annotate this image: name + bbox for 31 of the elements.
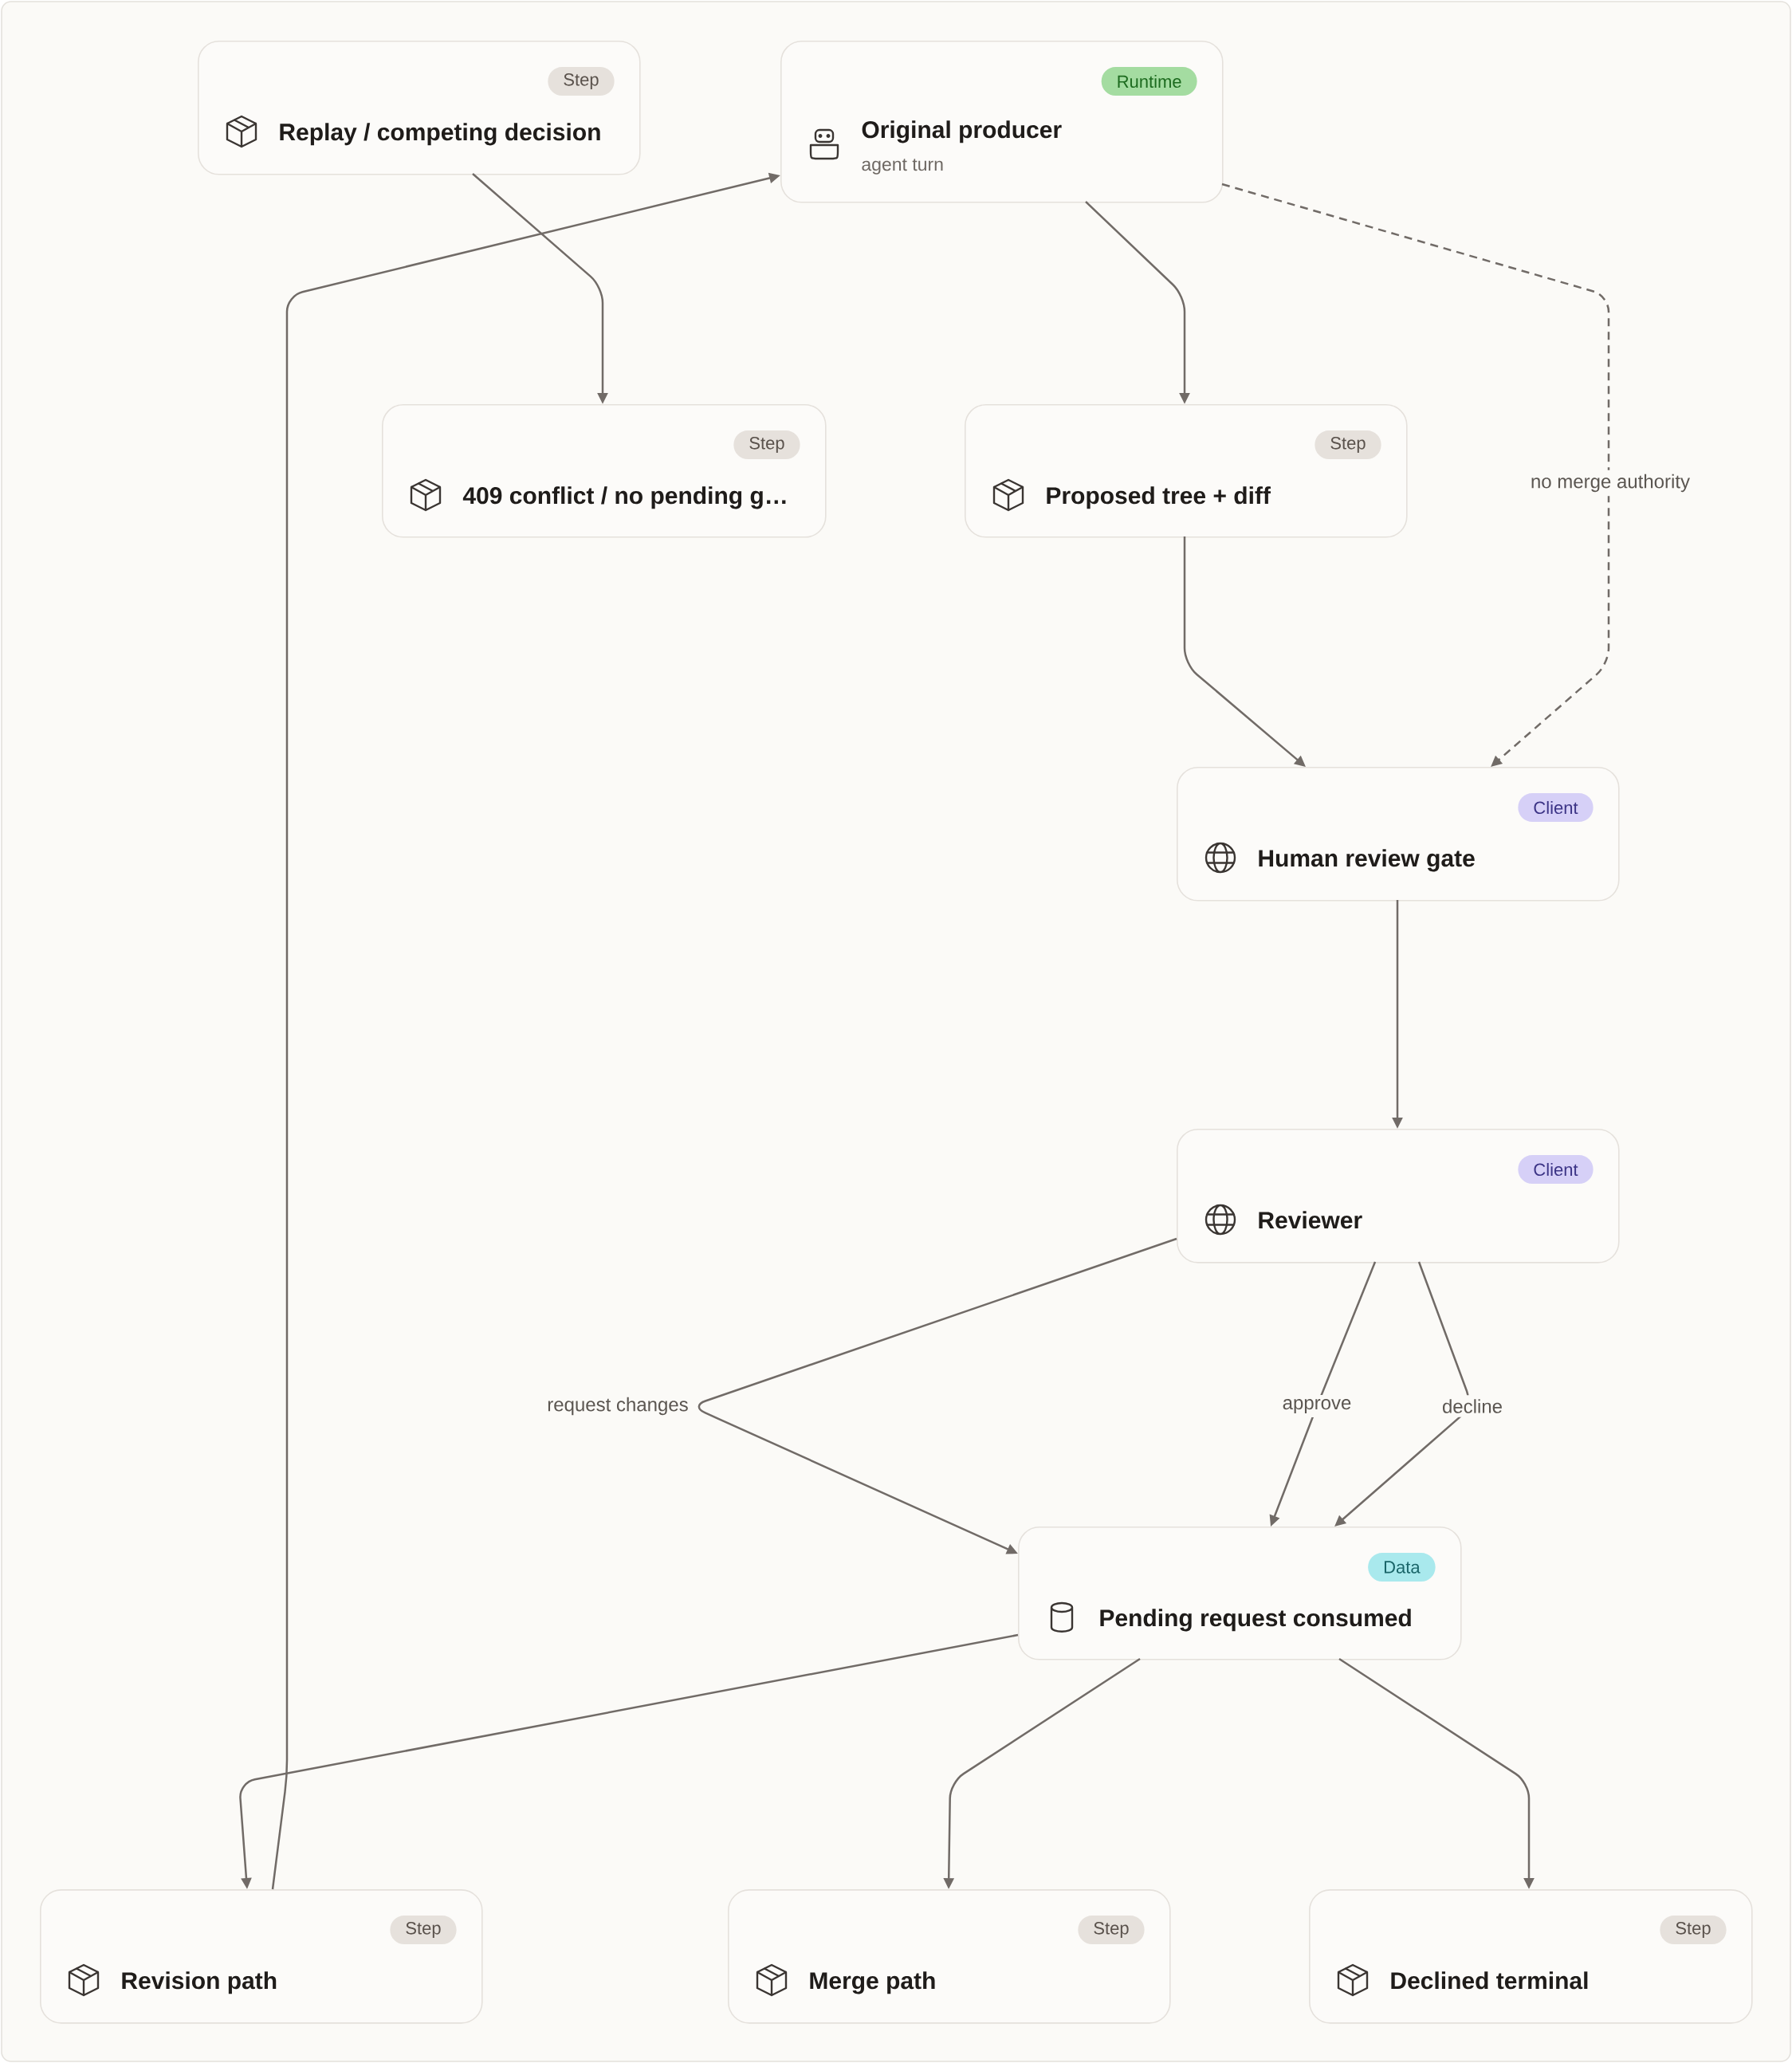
- node-card: [780, 41, 1224, 203]
- type-badge: Data: [1368, 1553, 1436, 1582]
- arrow: [698, 1237, 1177, 1554]
- edge-label: approve: [1279, 1395, 1355, 1417]
- node-card: [382, 404, 827, 538]
- edge-label: decline: [1439, 1395, 1507, 1417]
- node-card: [728, 1889, 1171, 2024]
- type-badge: Client: [1518, 1155, 1594, 1184]
- node-title: Proposed tree + diff: [1047, 486, 1271, 509]
- node-title: Replay / competing decision: [280, 123, 600, 146]
- node-card: [198, 41, 641, 175]
- node-title: Original producer: [862, 120, 1062, 143]
- node-title: Human review gate: [1259, 849, 1475, 872]
- arrow: [1221, 183, 1610, 767]
- node-title: 409 conflict / no pending g…: [462, 486, 786, 509]
- node-title: Merge path: [810, 1971, 935, 1994]
- type-badge: Client: [1518, 793, 1594, 822]
- node-card: [1177, 767, 1620, 902]
- node-subtitle: agent turn: [862, 159, 943, 175]
- node-card: [40, 1889, 483, 2024]
- edge-label: no merge authority: [1527, 470, 1694, 497]
- node-card: [1018, 1527, 1462, 1660]
- edge-label: request changes: [544, 1393, 692, 1420]
- node-card: [1309, 1889, 1753, 2024]
- node-title: Reviewer: [1259, 1211, 1362, 1229]
- node-title: Revision path: [122, 1971, 277, 1994]
- type-badge: Runtime: [1101, 67, 1197, 96]
- node-title: Declined terminal: [1391, 1971, 1588, 1990]
- node-title: Pending request consumed: [1100, 1609, 1411, 1632]
- node-card: [1177, 1129, 1620, 1263]
- node-card: [965, 404, 1408, 538]
